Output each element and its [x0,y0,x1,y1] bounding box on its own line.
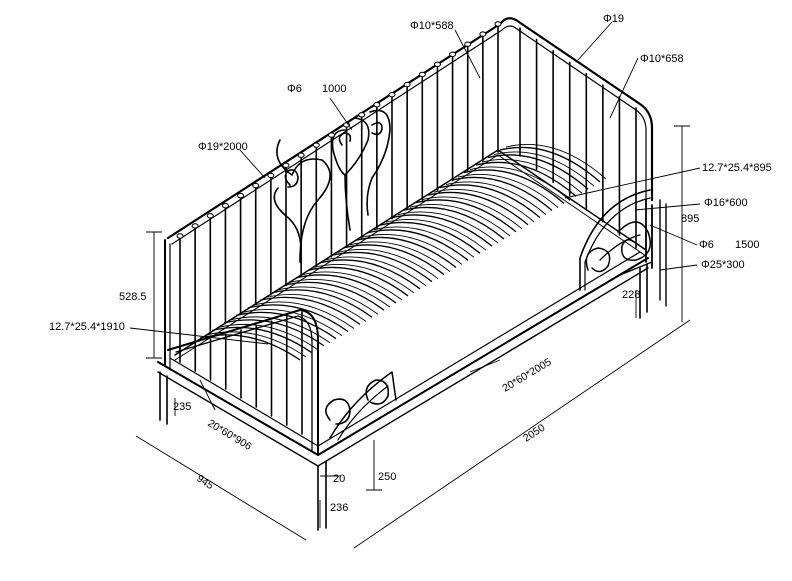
spindle-cap [358,112,366,118]
spindle-cap [297,152,305,158]
slat [439,184,541,219]
dimension-lines [129,21,701,549]
spindle-cap [449,51,457,57]
slat [235,311,337,340]
label-rail-spindle-a: Φ10*588 [410,20,454,32]
label-end-rail: 20*60*906 [205,417,253,453]
spindle-cap [176,233,184,239]
back-rail-spindles [176,21,637,353]
label-height-head: 528.5 [119,291,147,303]
slat-edge [409,204,511,237]
label-end-scroll-rod: Φ6 [699,239,714,251]
label-slat-rail: 12.7*25.4*1910 [49,321,125,333]
label-top-tube: Φ19 [603,13,624,25]
spindle-cap [191,223,199,229]
slat-edge [421,196,523,230]
head-end-frame [167,309,397,456]
label-rail-spindle-b: Φ10*658 [640,53,684,65]
label-back-rail: Φ19*2000 [198,141,248,153]
label-leg-front: 236 [330,502,348,514]
spindle-cap [418,71,426,78]
slat [451,176,553,211]
slat-edge [397,211,499,244]
label-scroll-span: 1000 [322,83,346,95]
foot-end-frame [579,189,653,291]
slat-edge [493,151,595,187]
label-height-total: 895 [681,213,699,225]
slat-edge [457,174,559,208]
label-leg: Φ25*300 [701,259,745,271]
spindle-cap [464,41,472,47]
spindle-cap [373,102,381,108]
dimension-labels: Φ10*588 Φ19 Φ10*658 Φ6 1000 Φ19*2000 12.… [49,13,772,514]
slat-edge [373,226,475,258]
spindle-cap [327,132,335,138]
label-scroll-rod: Φ6 [287,83,302,95]
slat [259,296,361,325]
spindle-cap [221,203,229,209]
spindle-cap [433,61,441,68]
slat [475,161,577,197]
spindle-cap [267,172,275,179]
label-width: 945 [194,472,215,492]
slat-edge [433,189,535,223]
spindle-cap [494,21,502,27]
spindle-cap [282,162,290,169]
slat-edge [481,159,583,194]
slat-edge [349,241,451,272]
spindle-cap [252,182,260,189]
label-leg-right: 228 [622,289,640,301]
slat [199,334,301,361]
spindle-cap [206,213,214,219]
label-height-frame: 250 [378,471,396,483]
slat [271,289,373,318]
label-slat-support: 12.7*25.4*895 [702,162,772,174]
slat-edge [445,181,547,215]
slat-edge [505,144,607,180]
spindle-cap [403,81,411,88]
slat [463,169,565,204]
spindle-cap [479,31,487,37]
slat [499,146,601,183]
slat [247,304,349,333]
spindle-cap [237,192,245,199]
bed-slats [199,144,607,361]
slat-edge [385,219,487,251]
spindle-cap [312,142,320,148]
label-end-scroll-span: 1500 [735,239,759,251]
label-side-rail: 20*60*2005 [500,356,553,395]
head-end-spindles [179,311,303,435]
slat [283,281,385,311]
label-end-rod: Φ16*600 [704,197,748,209]
slat-edge [217,323,319,351]
slat-edge [361,234,463,265]
spindle-cap [388,91,396,98]
label-leg-left: 235 [173,401,191,413]
label-length: 2050 [521,422,547,445]
back-rail-frame [164,17,654,369]
label-offset: 20 [333,473,345,485]
